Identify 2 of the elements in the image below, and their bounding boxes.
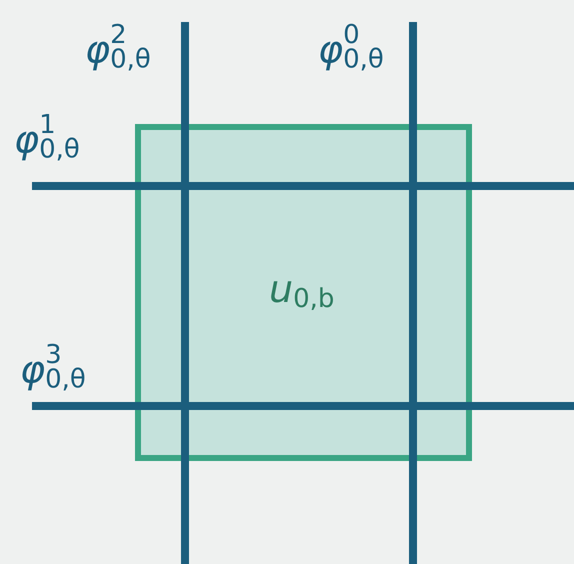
square-label: u$_{0,b}$ bbox=[269, 270, 334, 312]
shaded-square bbox=[135, 124, 472, 461]
